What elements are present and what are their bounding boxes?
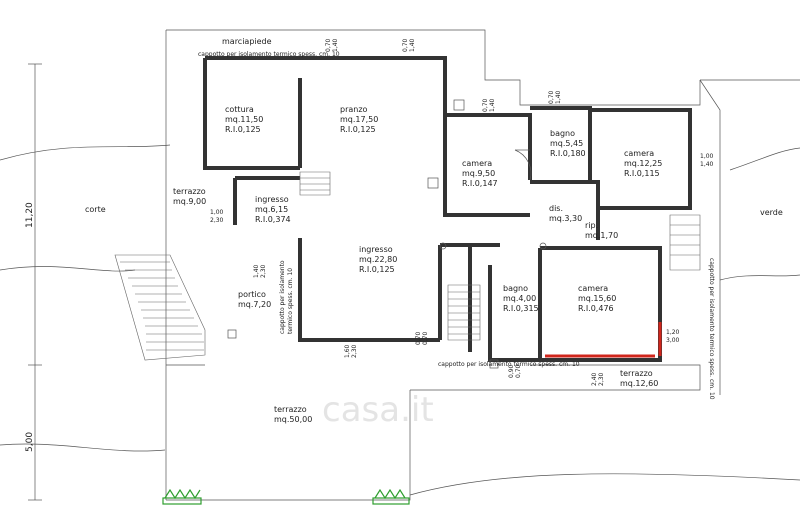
svg-text:R.I.0,147: R.I.0,147 — [462, 179, 498, 188]
svg-text:R.I.0,180: R.I.0,180 — [550, 149, 586, 158]
svg-text:0,90: 0,90 — [508, 364, 515, 378]
svg-text:2,30: 2,30 — [260, 264, 267, 278]
svg-text:mq.9,50: mq.9,50 — [462, 169, 495, 178]
svg-text:R.I.0,125: R.I.0,125 — [225, 125, 261, 134]
svg-text:portico: portico — [238, 290, 266, 299]
svg-text:1,40: 1,40 — [700, 161, 714, 168]
svg-text:1,40: 1,40 — [332, 38, 339, 52]
svg-text:rip.: rip. — [585, 221, 598, 230]
svg-text:2,30: 2,30 — [351, 344, 358, 358]
svg-text:dis.: dis. — [549, 204, 563, 213]
court-label: corte — [85, 205, 106, 214]
svg-text:1,40: 1,40 — [409, 38, 416, 52]
svg-text:R.I.0,476: R.I.0,476 — [578, 304, 614, 313]
insulation-note-left-2: termico spess. cm. 10 — [287, 268, 294, 334]
svg-text:1,00: 1,00 — [210, 209, 224, 216]
dim-left-upper: 11,20 — [25, 202, 35, 228]
svg-text:mq.9,00: mq.9,00 — [173, 197, 206, 206]
svg-text:0,70: 0,70 — [515, 364, 522, 378]
insulation-note-left-1: cappotto per isolamento — [279, 260, 286, 334]
svg-text:1,20: 1,20 — [666, 329, 680, 336]
svg-text:0,70: 0,70 — [415, 331, 422, 345]
room-camera-3: camera mq.15,60 R.I.0,476 — [578, 284, 616, 313]
svg-text:0,70: 0,70 — [402, 38, 409, 52]
svg-text:R.I.0,125: R.I.0,125 — [359, 265, 395, 274]
svg-text:bagno: bagno — [503, 284, 528, 293]
svg-text:2,30: 2,30 — [598, 372, 605, 386]
svg-text:mq.15,60: mq.15,60 — [578, 294, 616, 303]
room-terrazzo-3: terrazzo mq.50,00 — [274, 405, 312, 424]
svg-text:bagno: bagno — [550, 129, 575, 138]
svg-text:mq.17,50: mq.17,50 — [340, 115, 378, 124]
plants — [162, 488, 410, 505]
dimension-line-left: 11,20 5,00 — [25, 63, 42, 501]
room-terrazzo-1: terrazzo mq.9,00 — [173, 187, 206, 206]
svg-text:terrazzo: terrazzo — [274, 405, 307, 414]
dim-left-lower: 5,00 — [25, 432, 35, 452]
svg-text:camera: camera — [578, 284, 608, 293]
room-camera-2: camera mq.12,25 R.I.0,115 — [624, 149, 662, 178]
svg-text:1,60: 1,60 — [344, 344, 351, 358]
svg-text:cottura: cottura — [225, 105, 254, 114]
garden-label: verde — [760, 208, 783, 217]
room-portico: portico mq.7,20 — [238, 290, 271, 309]
site-lines — [0, 29, 800, 501]
room-rip: rip. mq.1,70 — [585, 221, 618, 240]
watermark: casa.it — [322, 390, 434, 430]
svg-text:mq.12,60: mq.12,60 — [620, 379, 658, 388]
svg-text:R.I.0,315: R.I.0,315 — [503, 304, 539, 313]
stairs — [114, 99, 701, 369]
svg-text:0,70: 0,70 — [482, 98, 489, 112]
insulation-note-top: cappotto per isolamento termico spess. c… — [198, 51, 340, 58]
svg-text:3,00: 3,00 — [666, 337, 680, 344]
room-dis: dis. mq.3,30 — [549, 204, 582, 223]
svg-text:1,40: 1,40 — [489, 98, 496, 112]
opening-dimensions: 0,70 1,40 0,70 1,40 0,70 1,40 0,70 1,40 … — [210, 38, 714, 386]
svg-text:1,40: 1,40 — [555, 90, 562, 104]
svg-text:0,70: 0,70 — [325, 38, 332, 52]
building-walls — [203, 56, 692, 362]
svg-text:mq.1,70: mq.1,70 — [585, 231, 618, 240]
room-ingresso-2: ingresso mq.22,80 R.I.0,125 — [359, 245, 397, 274]
svg-text:0,70: 0,70 — [422, 331, 429, 345]
room-bagno-1: bagno mq.5,45 R.I.0,180 — [550, 129, 586, 158]
room-ingresso-1: ingresso mq.6,15 R.I.0,374 — [255, 195, 291, 224]
svg-text:mq.22,80: mq.22,80 — [359, 255, 397, 264]
svg-text:mq.11,50: mq.11,50 — [225, 115, 263, 124]
svg-text:ingresso: ingresso — [359, 245, 393, 254]
svg-text:1,00: 1,00 — [700, 153, 714, 160]
svg-text:1,40: 1,40 — [253, 264, 260, 278]
highlighted-openings — [545, 322, 662, 358]
svg-text:mq.50,00: mq.50,00 — [274, 415, 312, 424]
svg-text:terrazzo: terrazzo — [173, 187, 206, 196]
room-bagno-2: bagno mq.4,00 R.I.0,315 — [503, 284, 539, 313]
svg-text:terrazzo: terrazzo — [620, 369, 653, 378]
svg-text:R.I.0,115: R.I.0,115 — [624, 169, 660, 178]
svg-text:mq.5,45: mq.5,45 — [550, 139, 583, 148]
room-camera-1: camera mq.9,50 R.I.0,147 — [462, 159, 498, 188]
insulation-note-right: cappotto per isolamento termico spess. c… — [708, 258, 715, 400]
room-terrazzo-2: terrazzo mq.12,60 — [620, 369, 658, 388]
svg-text:mq.12,25: mq.12,25 — [624, 159, 662, 168]
svg-text:R.I.0,374: R.I.0,374 — [255, 215, 291, 224]
svg-text:ingresso: ingresso — [255, 195, 289, 204]
svg-text:mq.7,20: mq.7,20 — [238, 300, 271, 309]
svg-text:0,70: 0,70 — [548, 90, 555, 104]
svg-text:mq.6,15: mq.6,15 — [255, 205, 288, 214]
room-pranzo: pranzo mq.17,50 R.I.0,125 — [340, 105, 378, 134]
insulation-note-bottom: cappotto per isolamento termico spess. c… — [438, 361, 580, 368]
room-cottura: cottura mq.11,50 R.I.0,125 — [225, 105, 263, 134]
svg-text:camera: camera — [624, 149, 654, 158]
svg-text:mq.3,30: mq.3,30 — [549, 214, 582, 223]
svg-text:2,40: 2,40 — [591, 372, 598, 386]
svg-text:2,30: 2,30 — [210, 217, 224, 224]
svg-text:camera: camera — [462, 159, 492, 168]
svg-text:mq.4,00: mq.4,00 — [503, 294, 536, 303]
street-label: marciapiede — [222, 37, 272, 46]
svg-text:pranzo: pranzo — [340, 105, 368, 114]
svg-text:R.I.0,125: R.I.0,125 — [340, 125, 376, 134]
